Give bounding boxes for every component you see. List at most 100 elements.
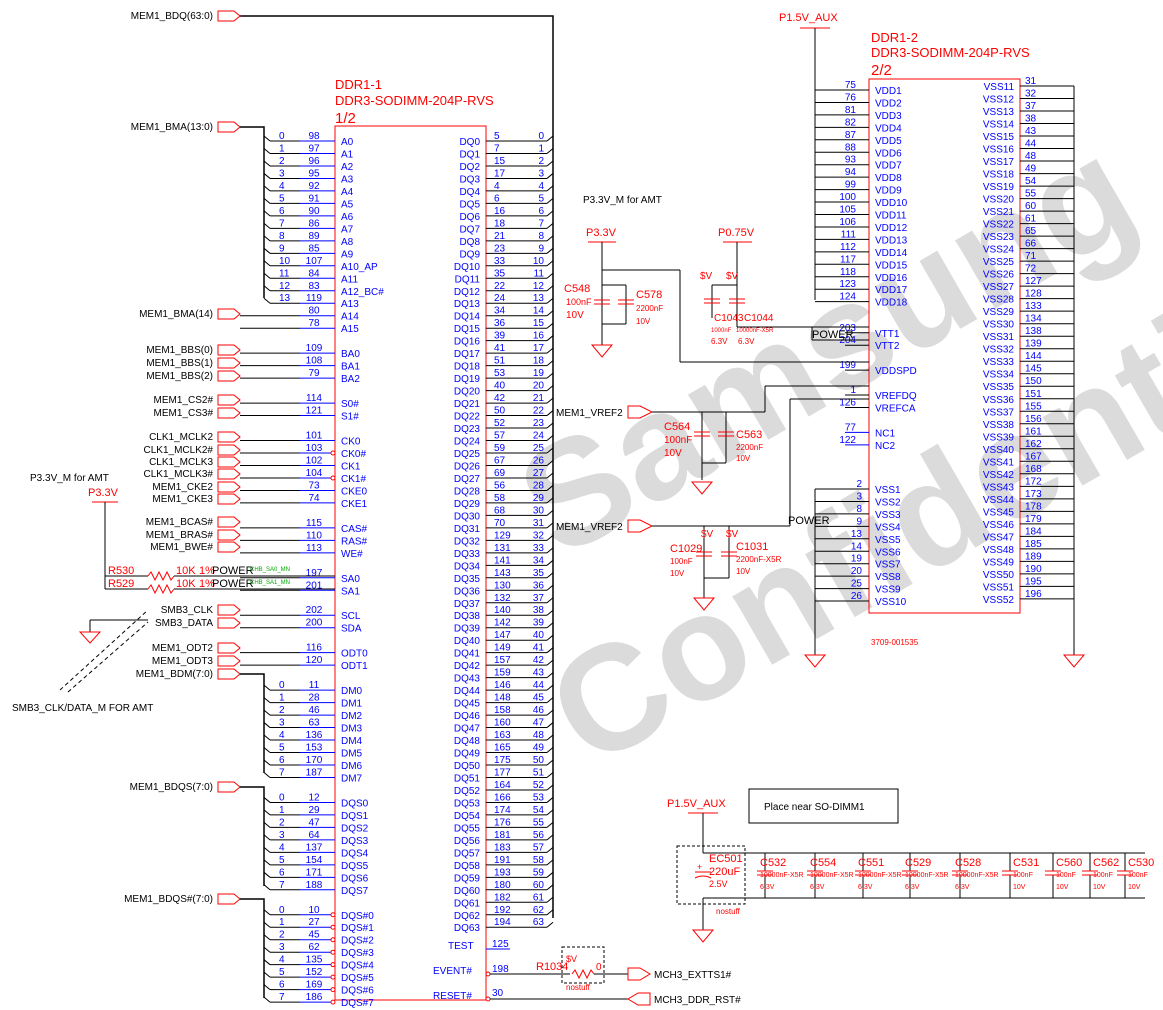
dq-pin-number: 141 — [494, 555, 511, 566]
bus-index: 6 — [279, 867, 285, 878]
bus-entry — [263, 846, 271, 853]
dq-bus-index: 11 — [534, 268, 545, 279]
dq-bus-entry — [546, 347, 554, 354]
dq-pin-name: DQ29 — [454, 499, 481, 510]
vss-right-pin-name: VSS20 — [983, 195, 1015, 206]
dq-pin-number: 176 — [494, 817, 511, 828]
net-flag — [217, 456, 241, 468]
c1029-value: 100nF — [670, 557, 693, 566]
dq-pin-name: DQ35 — [454, 574, 481, 585]
mid-pin-name: NC2 — [875, 441, 895, 452]
vss-right-pin-name: VSS17 — [983, 157, 1015, 168]
dq-bus-index: 63 — [533, 917, 545, 928]
pin-number: 197 — [306, 568, 323, 579]
dq-bus-index: 20 — [533, 381, 545, 392]
ddr-rst-flag — [627, 992, 651, 1006]
bank-cap-value: 100nF — [1056, 872, 1076, 879]
dq-bus-index: 22 — [533, 406, 545, 417]
pin-bubble — [330, 949, 336, 955]
c1031-value: 2200nF-X5R — [736, 555, 782, 564]
vdd-pin-name: VDD18 — [875, 298, 908, 309]
ec501-ref: EC501 — [709, 853, 743, 865]
vdd-pin-name: VDD10 — [875, 198, 908, 209]
dq-pin-name: DQ43 — [454, 674, 481, 685]
dq-bus-index: 53 — [533, 792, 545, 803]
bus-index: 7 — [279, 992, 285, 1003]
dq-bus-index: 13 — [533, 293, 545, 304]
pin-name: A15 — [341, 324, 359, 335]
bank-cap-gap — [855, 871, 871, 875]
ec501-volt: 2.5V — [709, 879, 728, 889]
dq-bus-entry — [546, 522, 554, 529]
vdd-pin-number: 94 — [845, 167, 857, 178]
bus-entry — [263, 697, 271, 703]
bus-index: 1 — [279, 143, 285, 154]
pin-name: A8 — [341, 237, 354, 248]
dq-bus-index: 62 — [533, 905, 545, 916]
dq-bus-index: 52 — [533, 780, 545, 791]
vss-pin-name: VSS9 — [875, 585, 901, 596]
dq-pin-name: DQ45 — [454, 699, 481, 710]
dq-bus-index: 5 — [538, 193, 544, 204]
bus-index: 6 — [279, 206, 285, 217]
mid-pin-number: 1 — [850, 385, 856, 396]
dq-pin-name: DQ23 — [454, 424, 481, 435]
dq-pin-number: 165 — [494, 743, 511, 754]
bus-index: 12 — [279, 281, 291, 292]
dq-bus-index: 47 — [533, 718, 545, 729]
pin-number: 137 — [306, 842, 323, 853]
dq-pin-name: DQ5 — [459, 199, 480, 210]
pin-name: DQS0 — [341, 798, 369, 809]
pin-name: BA0 — [341, 349, 360, 360]
pin-name: CK1# — [341, 474, 366, 485]
power-label-vref: POWER — [788, 515, 830, 527]
dq-pin-number: 130 — [494, 580, 511, 591]
r530-tol: 1% — [199, 565, 215, 577]
dq-pin-number: 192 — [494, 905, 511, 916]
dq-bus-index: 0 — [538, 131, 544, 142]
pin-number: 84 — [308, 268, 320, 279]
gnd-c564-symbol — [690, 481, 714, 495]
mid-pin-name: VDDSPD — [875, 366, 917, 377]
pin-name: A11 — [341, 274, 358, 285]
dq-pin-number: 183 — [494, 842, 511, 853]
dq-bus-index: 1 — [538, 143, 544, 154]
pin-number: 153 — [306, 743, 323, 754]
gnd-left-symbol — [78, 631, 102, 644]
r1034-nostuff: nostuff — [566, 983, 591, 992]
sa-strap-network: P3.3V_M for AMT P3.3V R530 R529 10K 1% 1… — [12, 473, 335, 714]
dq-pin-name: DQ14 — [454, 312, 481, 323]
c1031-ref: C1031 — [736, 541, 768, 553]
dq-pin-number: 147 — [494, 630, 511, 641]
bus-index: 11 — [279, 268, 290, 279]
pin-name: A1 — [341, 149, 354, 160]
net-flag — [217, 444, 241, 456]
bank-cap-value: 10000nF-X5R — [760, 872, 804, 879]
bank-cap-value: 10000nF-X5R — [955, 872, 999, 879]
c563-ref: C563 — [736, 429, 762, 441]
c548-volt: 10V — [566, 310, 584, 321]
net-label: CLK1_MCLK2# — [144, 445, 214, 456]
pin-number: 170 — [306, 755, 323, 766]
dq-bus-index: 51 — [533, 767, 545, 778]
pin-name: SA1 — [341, 586, 360, 597]
bank-cap-ref: C530 — [1128, 857, 1154, 869]
pin-number: 200 — [306, 618, 323, 629]
dq-bus-index: 28 — [533, 480, 545, 491]
place-near-note: Place near SO-DIMM1 — [764, 802, 865, 813]
pin-number: 121 — [306, 406, 323, 417]
dq-bus-index: 32 — [533, 530, 545, 541]
ec501-value: 220uF — [709, 866, 740, 878]
c1029-vmark: $V — [701, 529, 714, 540]
vss-right-pin-number: 150 — [1025, 376, 1042, 387]
pin-number: 116 — [306, 643, 322, 654]
dq-pin-number: 4 — [494, 181, 500, 192]
dq-bus-entry — [546, 235, 554, 242]
dq-pin-number: 191 — [494, 855, 511, 866]
c1044-value: 10000nF-X5R — [736, 328, 774, 334]
pin-name: A2 — [341, 162, 354, 173]
vss-right-pin-name: VSS32 — [983, 345, 1015, 356]
pin-number: 86 — [308, 218, 320, 229]
pin-name: DQS#2 — [341, 936, 374, 947]
